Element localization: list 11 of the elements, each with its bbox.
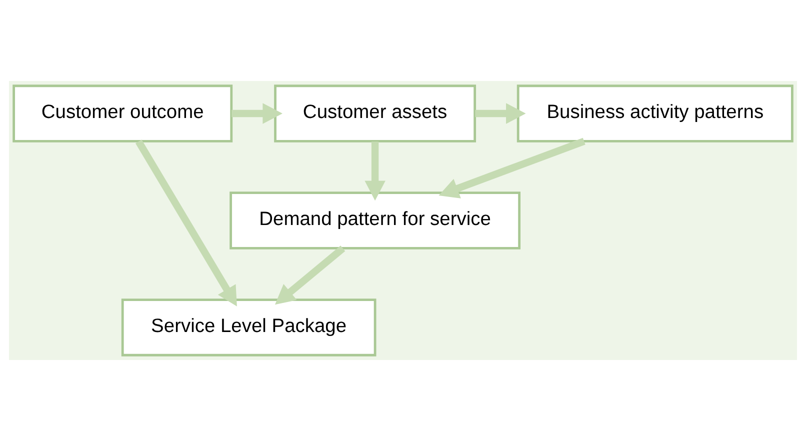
arrow <box>364 142 385 201</box>
arrow <box>135 140 236 306</box>
arrow <box>231 103 282 124</box>
arrow <box>474 103 526 124</box>
node-box: Demand pattern for service <box>229 192 520 250</box>
arrow <box>274 246 345 305</box>
node-box: Customer outcome <box>12 84 232 142</box>
arrow <box>438 138 585 198</box>
node-box: Customer assets <box>274 84 476 142</box>
node-box: Service Level Package <box>120 298 376 356</box>
node-box: Business activity patterns <box>516 84 793 142</box>
